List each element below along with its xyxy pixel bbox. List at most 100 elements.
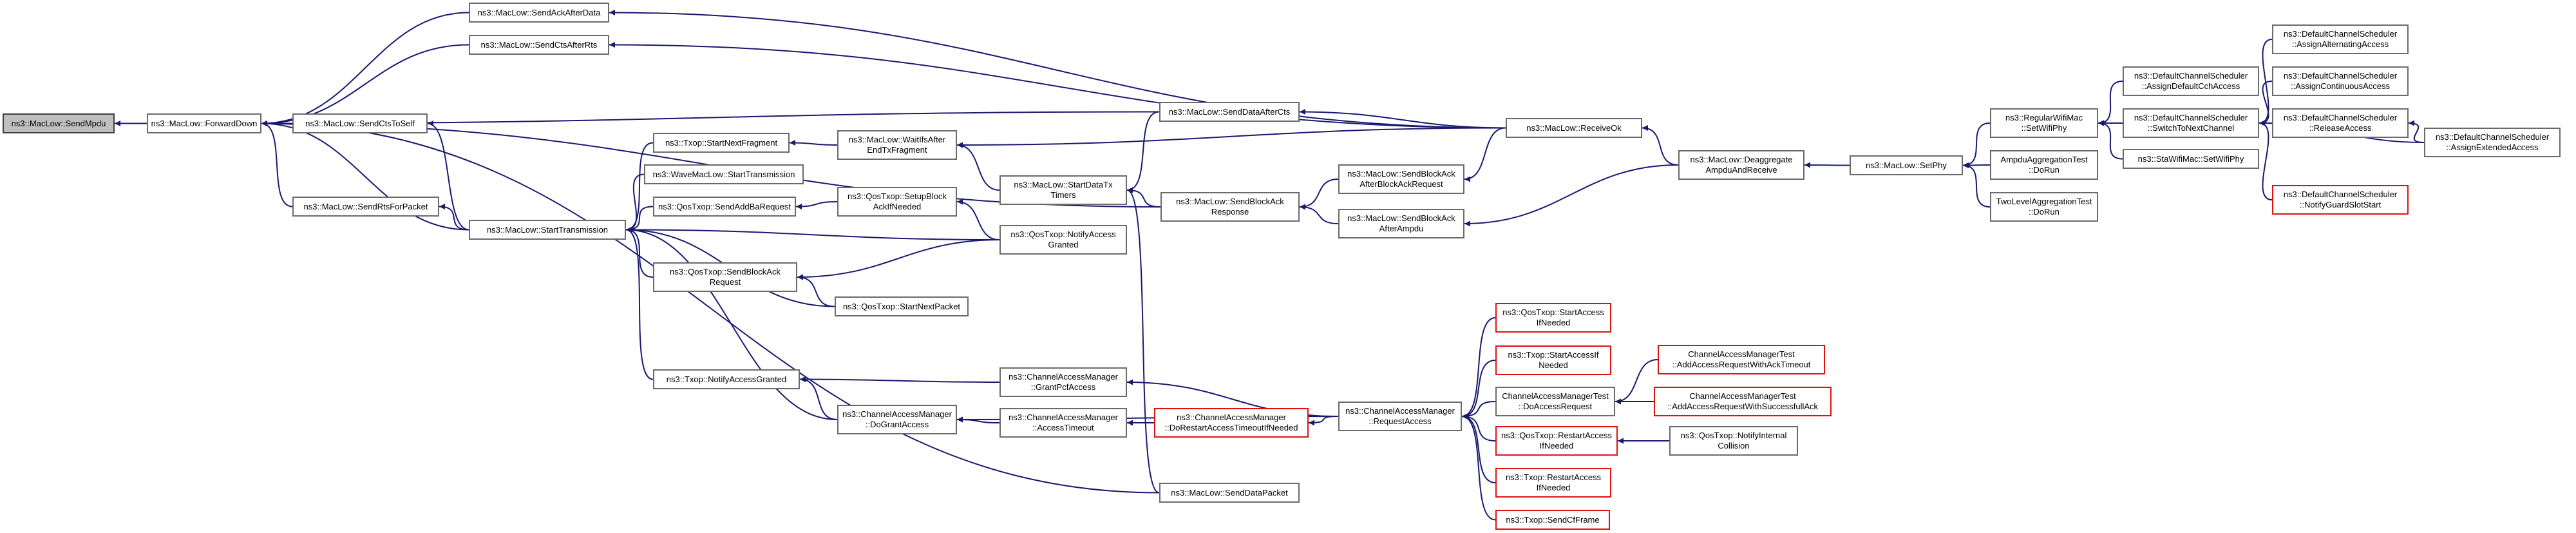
node-label-line: ns3::MacLow::SendDataAfterCts xyxy=(1168,106,1291,117)
edge-starttransmission-to-sendrtsforpacket xyxy=(439,204,469,231)
node-label-line: IfNeeded xyxy=(1539,441,1574,451)
edge-deaggregate-to-sendblockackafterampdu xyxy=(1464,164,1679,227)
node-dcs-switchtonextchannel[interactable]: ns3::DefaultChannelScheduler::SwitchToNe… xyxy=(2123,108,2259,138)
edge-qos_restartaccess-to-cam_requestaccess xyxy=(1461,413,1496,441)
node-label-line: ns3::ChannelAccessManager xyxy=(1177,412,1286,422)
node-label-line: ChannelAccessManagerTest xyxy=(1688,349,1795,359)
node-stawifimac-setwifiphy[interactable]: ns3::StaWifiMac::SetWifiPhy xyxy=(2123,149,2259,169)
node-label-line: ns3::MacLow::SendCtsAfterRts xyxy=(480,39,598,50)
node-label-line: ns3::StaWifiMac::SetWifiPhy xyxy=(2137,153,2244,164)
node-label-line: ::AddAccessRequestWithSuccessfullAck xyxy=(1667,402,1819,411)
node-dcs-assigndefaultcch[interactable]: ns3::DefaultChannelScheduler::AssignDefa… xyxy=(2123,66,2259,96)
edge-sendackafterdata-to-forwarddown xyxy=(261,12,469,126)
edge-txop_restartaccess-to-cam_requestaccess xyxy=(1461,413,1496,483)
node-txop-notifyaccessgranted[interactable]: ns3::Txop::NotifyAccessGranted xyxy=(653,369,800,389)
node-camtest-dorequestaccess[interactable]: ChannelAccessManagerTest::DoAccessReques… xyxy=(1495,387,1615,416)
edge-qos_sendaddbarequest-to-starttransmission xyxy=(625,206,654,233)
node-cam-dograntaccess[interactable]: ns3::ChannelAccessManager::DoGrantAccess xyxy=(837,405,957,434)
node-label-line: ChannelAccessManagerTest xyxy=(1689,391,1796,401)
node-senddataafterctx[interactable]: ns3::MacLow::SendDataAfterCts xyxy=(1159,102,1300,122)
node-label-line: ::AccessTimeout xyxy=(1032,423,1094,432)
node-sendctstoself[interactable]: ns3::MacLow::SendCtsToSelf xyxy=(292,113,428,133)
edge-sendblockackresponse-to-startdatatxtimers xyxy=(1126,187,1161,208)
node-label-line: ::AddAccessRequestWithAckTimeout xyxy=(1672,360,1811,369)
node-camtest-addsuccack[interactable]: ChannelAccessManagerTest::AddAccessReque… xyxy=(1654,387,1832,416)
node-camtest-addackto[interactable]: ChannelAccessManagerTest::AddAccessReque… xyxy=(1658,345,1825,374)
node-label-line: ns3::QosTxop::SendBlockAck xyxy=(670,267,781,276)
edge-qos_notifyaccessgranted-to-qos_setupblockack xyxy=(956,199,1000,240)
node-qos-sendaddbarequest[interactable]: ns3::QosTxop::SendAddBaRequest xyxy=(653,197,796,217)
node-label-line: ns3::MacLow::SendBlockAck xyxy=(1347,213,1455,223)
node-wave-starttransmission[interactable]: ns3::WaveMacLow::StartTransmission xyxy=(644,164,804,184)
edge-setphy-to-deaggregate xyxy=(1804,162,1850,168)
node-dcs-assignextended[interactable]: ns3::DefaultChannelScheduler::AssignExte… xyxy=(2424,128,2561,157)
edge-cam_dograntaccess-to-txop_notifyaccessgranted xyxy=(799,376,838,420)
node-label-line: Collision xyxy=(1718,441,1750,451)
edge-dcs_notifyguardslotstart-to-dcs_switchtonextchannel xyxy=(2259,120,2273,200)
node-label-line: ns3::QosTxop::SetupBlock xyxy=(848,191,947,201)
node-label-line: ns3::ChannelAccessManager xyxy=(1009,372,1118,382)
node-label-line: ns3::QosTxop::SendAddBaRequest xyxy=(658,201,791,211)
node-label-line: AmpduAndReceive xyxy=(1705,165,1777,175)
edge-receiveok-to-senddataafterctx xyxy=(1299,109,1506,129)
node-sendctsafterrts[interactable]: ns3::MacLow::SendCtsAfterRts xyxy=(469,35,609,55)
edge-qos_notifyaccessgranted-to-starttransmission xyxy=(625,227,1000,240)
node-label-line: ns3::Txop::NotifyAccessGranted xyxy=(666,374,787,384)
node-label-line: ::SetWifiPhy xyxy=(2021,123,2067,133)
edge-receiveok-to-waitifsafter xyxy=(956,127,1506,148)
node-forwarddown[interactable]: ns3::MacLow::ForwardDown xyxy=(147,113,261,133)
node-regwifimac-setwifiphy[interactable]: ns3::RegularWifiMac::SetWifiPhy xyxy=(1990,108,2098,138)
node-starttransmission[interactable]: ns3::MacLow::StartTransmission xyxy=(469,220,626,240)
edge-stawifimac_setwifiphy-to-regwifimac_setwifiphy xyxy=(2098,120,2123,160)
node-cam-dorestartaccess[interactable]: ns3::ChannelAccessManager::DoRestartAcce… xyxy=(1154,408,1309,438)
node-dcs-releaseaccess[interactable]: ns3::DefaultChannelScheduler::ReleaseAcc… xyxy=(2272,108,2409,138)
edge-waitifsafter-to-txop_startnextfragment xyxy=(789,140,838,146)
node-senddatapacket[interactable]: ns3::MacLow::SendDataPacket xyxy=(1159,483,1300,503)
node-label-line: ns3::ChannelAccessManager xyxy=(842,409,952,419)
node-label-line: ns3::MacLow::ReceiveOk xyxy=(1526,122,1622,133)
node-ampduaggtest[interactable]: AmpduAggregationTest::DoRun xyxy=(1990,150,2098,180)
node-qos-startnextpacket[interactable]: ns3::QosTxop::StartNextPacket xyxy=(835,296,969,316)
node-label-line: ::DoRun xyxy=(2029,165,2060,175)
node-cam-requestaccess[interactable]: ns3::ChannelAccessManager::RequestAccess xyxy=(1338,402,1462,431)
node-cam-accesstimeout[interactable]: ns3::ChannelAccessManager::AccessTimeout xyxy=(999,408,1127,438)
node-label-line: ns3::MacLow::SendBlockAck xyxy=(1176,197,1284,206)
node-label-line: ns3::MacLow::SetPhy xyxy=(1866,160,1947,170)
node-dcs-notifyguardslotstart[interactable]: ns3::DefaultChannelScheduler::NotifyGuar… xyxy=(2272,185,2409,215)
node-label-line: ::RequestAccess xyxy=(1368,416,1432,426)
node-sendackafterdata[interactable]: ns3::MacLow::SendAckAfterData xyxy=(469,3,609,23)
node-label-line: ::AssignExtendedAccess xyxy=(2446,142,2539,152)
node-sendrtsforpacket[interactable]: ns3::MacLow::SendRtsForPacket xyxy=(292,197,439,217)
node-dcs-assignalternating[interactable]: ns3::DefaultChannelScheduler::AssignAlte… xyxy=(2272,24,2409,54)
node-label-line: AfterBlockAckRequest xyxy=(1359,179,1443,189)
node-txop-sendcfframe[interactable]: ns3::Txop::SendCfFrame xyxy=(1495,510,1610,530)
node-dcs-assigncontinuous[interactable]: ns3::DefaultChannelScheduler::AssignCont… xyxy=(2272,66,2409,96)
edge-startdatatxtimers-to-waitifsafter xyxy=(956,142,1000,191)
node-label-line: ::GrantPcfAccess xyxy=(1030,382,1096,392)
node-setphy[interactable]: ns3::MacLow::SetPhy xyxy=(1850,155,1963,175)
node-label-line: ns3::MacLow::WaitIfsAfter xyxy=(848,135,946,144)
edge-camtest_addackto-to-camtest_dorequestaccess xyxy=(1615,359,1658,405)
node-receiveok[interactable]: ns3::MacLow::ReceiveOk xyxy=(1506,118,1642,138)
node-cam-grantpcfaccess[interactable]: ns3::ChannelAccessManager::GrantPcfAcces… xyxy=(999,367,1127,397)
edge-cam_grantpcfaccess-to-txop_notifyaccessgranted xyxy=(799,376,1000,383)
node-txop-startnextfragment[interactable]: ns3::Txop::StartNextFragment xyxy=(653,133,790,153)
node-twolevelaggtest[interactable]: TwoLevelAggregationTest::DoRun xyxy=(1990,192,2098,222)
edge-txop_startnextfragment-to-starttransmission xyxy=(625,142,654,233)
edge-senddatapacket-to-startdatatxtimers xyxy=(1126,187,1160,494)
node-label-line: ns3::QosTxop::RestartAccess xyxy=(1501,431,1612,440)
